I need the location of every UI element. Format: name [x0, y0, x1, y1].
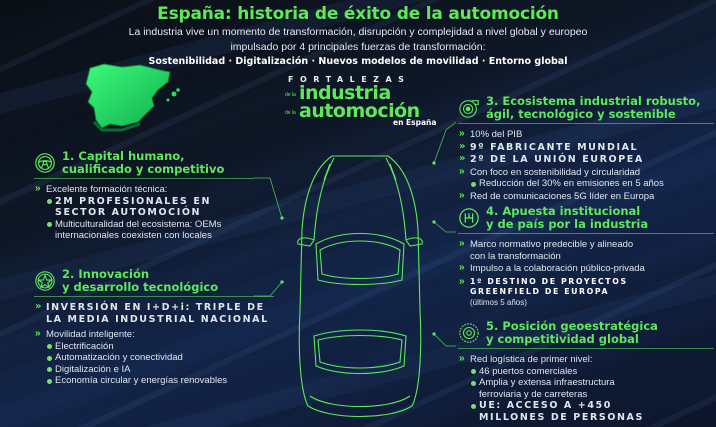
list-item: Red logística de primer nivel: 46 puerto…: [458, 353, 714, 423]
brake-disc-icon: [459, 322, 479, 343]
section-3-header: 3. Ecosistema industrial robusto, ágil, …: [458, 95, 714, 124]
list-item: Con foco en sostenibilidad y circularida…: [458, 166, 714, 190]
list-item: Red de comunicaciones 5G líder en Europa: [458, 190, 714, 203]
section-2-title-line-1: 2. Innovación: [62, 267, 150, 281]
section-2-list: INVERSIÓN EN I+D+i: TRIPLE DE LA MEDIA I…: [34, 301, 274, 387]
page-title: España: historia de éxito de la automoci…: [157, 4, 559, 24]
logo-de-la-2: de la: [285, 110, 296, 116]
item-text: Movilidad inteligente:: [46, 329, 135, 340]
list-subitem: 46 puertos comerciales: [470, 366, 714, 378]
logo-automocion: automoción: [299, 100, 420, 122]
section-4-title-line-1: 4. Apuesta institucional: [486, 204, 641, 218]
fortalezas-logo: FORTALEZAS de la industria de la automoc…: [285, 75, 465, 127]
turbocharger-icon: [459, 99, 479, 118]
list-item: Movilidad inteligente: Electrificación A…: [34, 328, 274, 387]
list-subitem: 2M PROFESIONALES EN SECTOR AUTOMOCIÓN: [46, 196, 254, 219]
section-capital-humano: 1. Capital humano, cualificado y competi…: [34, 150, 254, 243]
list-item: Impulso a la colaboración público-privad…: [458, 262, 714, 275]
steering-wheel-icon: [35, 152, 55, 173]
spain-map-icon: [85, 63, 180, 132]
logo-de-la-1: de la: [285, 92, 296, 98]
section-posicion-geoestrategica: 5. Posición geoestratégica y competitivi…: [458, 320, 714, 424]
section-5-title-line-2: y competitividad global: [486, 331, 639, 346]
section-3-list: 10% del PIB 9º FABRICANTE MUNDIAL 2º DE …: [458, 128, 714, 203]
list-subitem: Amplia y extensa infraestructura ferrovi…: [470, 377, 640, 400]
logo-fortalezas: FORTALEZAS: [288, 75, 411, 84]
transformation-forces: Sostenibilidad · Digitalización · Nuevos…: [148, 56, 568, 67]
section-2-header: 2. Innovación y desarrollo tecnológico: [34, 268, 274, 297]
list-item: INVERSIÓN EN I+D+i: TRIPLE DE LA MEDIA I…: [34, 301, 274, 325]
list-subitem: Electrificación: [46, 341, 274, 353]
car-outline-icon: [297, 155, 423, 417]
item-text: Red logística de primer nivel:: [470, 354, 593, 365]
section-innovacion: 2. Innovación y desarrollo tecnológico I…: [34, 268, 274, 388]
list-item: 2º DE LA UNIÓN EUROPEA: [458, 153, 714, 166]
list-item: 1º DESTINO DE PROYECTOS GREENFIELD DE EU…: [458, 276, 714, 309]
list-item: 9º FABRICANTE MUNDIAL: [458, 141, 714, 154]
header: España: historia de éxito de la automoci…: [0, 4, 716, 67]
item-note: (últimos 5 años): [470, 297, 527, 307]
item-text: 1º DESTINO DE PROYECTOS GREENFIELD DE EU…: [470, 276, 628, 296]
list-item: 10% del PIB: [458, 128, 714, 141]
gear-shift-icon: [459, 207, 479, 228]
list-subitem: Multiculturalidad del ecosistema: OEMs i…: [46, 219, 254, 242]
list-subitem: UE: ACCESO A +450 MILLONES DE PERSONAS: [470, 400, 670, 423]
subtitle-line-1: La industria vive un momento de transfor…: [128, 26, 588, 38]
section-5-header: 5. Posición geoestratégica y competitivi…: [458, 320, 714, 349]
item-text: Excelente formación técnica:: [46, 184, 168, 195]
list-item: Marco normativo predecible y alineado co…: [458, 238, 648, 262]
section-apuesta-institucional: 4. Apuesta institucional y de país por l…: [458, 205, 714, 309]
wheel-rim-icon: [35, 270, 55, 291]
list-subitem: Automatización y conectividad: [46, 352, 274, 364]
section-1-title-line-2: cualificado y competitivo: [62, 161, 225, 176]
section-3-title-line-2: ágil, tecnológico y sostenible: [486, 106, 676, 121]
subtitle-line-2: impulsado por 4 principales fuerzas de t…: [230, 41, 486, 53]
section-1-list: Excelente formación técnica: 2M PROFESIO…: [34, 183, 254, 242]
list-item: Excelente formación técnica: 2M PROFESIO…: [34, 183, 254, 242]
section-4-list: Marco normativo predecible y alineado co…: [458, 238, 714, 309]
section-4-title-line-2: y de país por la industria: [486, 216, 649, 231]
list-subitem: Reducción del 30% en emisiones en 5 años: [470, 178, 714, 190]
logo-en-espana: en España: [393, 118, 437, 127]
section-5-list: Red logística de primer nivel: 46 puerto…: [458, 353, 714, 423]
list-subitem: Digitalización e IA: [46, 364, 274, 376]
section-1-header: 1. Capital humano, cualificado y competi…: [34, 150, 254, 179]
logo-industria: industria: [299, 82, 391, 104]
item-text: Con foco en sostenibilidad y circularida…: [470, 166, 641, 178]
list-subitem: Economía circular y energías renovables: [46, 375, 274, 387]
section-1-title-line-1: 1. Capital humano,: [62, 149, 185, 163]
section-ecosistema: 3. Ecosistema industrial robusto, ágil, …: [458, 95, 714, 203]
section-5-title-line-1: 5. Posición geoestratégica: [486, 319, 658, 333]
section-2-title-line-2: y desarrollo tecnológico: [62, 279, 219, 294]
section-4-header: 4. Apuesta institucional y de país por l…: [458, 205, 714, 234]
section-3-title-line-1: 3. Ecosistema industrial robusto,: [486, 94, 701, 108]
